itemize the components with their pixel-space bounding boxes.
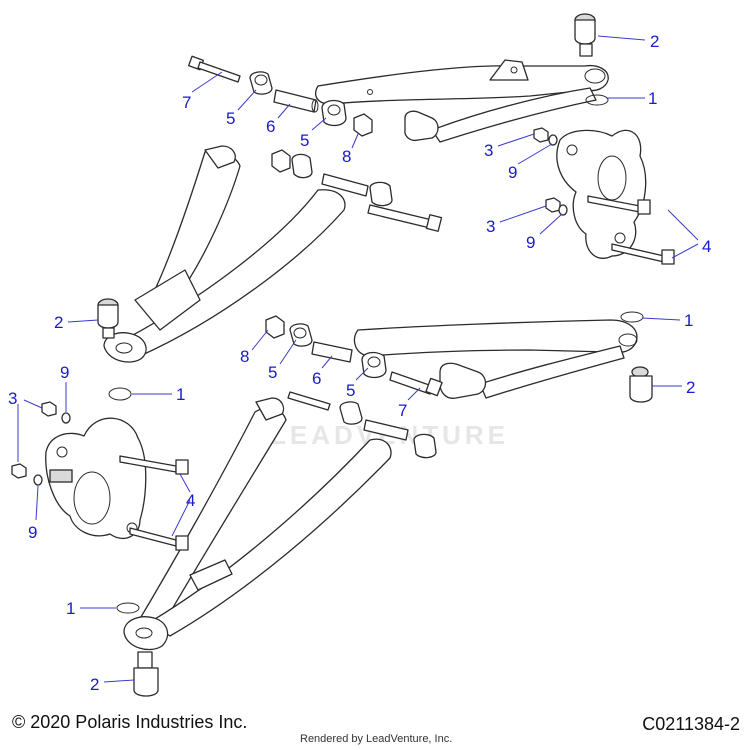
callout-label: 5 bbox=[300, 131, 309, 150]
callout-label: 7 bbox=[182, 93, 191, 112]
washer bbox=[61, 412, 71, 424]
retaining-ring bbox=[108, 387, 132, 401]
bolt bbox=[587, 195, 651, 215]
bushing bbox=[339, 401, 363, 425]
leader-lines bbox=[17, 35, 699, 683]
callout-label: 1 bbox=[66, 599, 75, 618]
washer bbox=[33, 474, 43, 486]
bolt bbox=[367, 204, 443, 232]
nut bbox=[41, 401, 57, 417]
nut bbox=[545, 197, 561, 213]
callout-label: 9 bbox=[60, 363, 69, 382]
callout-label: 4 bbox=[186, 491, 195, 510]
callout-label: 5 bbox=[226, 109, 235, 128]
ball-joint-top-right bbox=[574, 13, 596, 57]
callout-label: 7 bbox=[398, 401, 407, 420]
ball-joint-left bbox=[97, 298, 119, 339]
callout-label: 1 bbox=[176, 385, 185, 404]
callout-label: 3 bbox=[484, 141, 493, 160]
sleeve bbox=[321, 173, 369, 197]
upper-a-arm-left bbox=[103, 145, 346, 363]
bushing bbox=[249, 71, 273, 95]
bushing bbox=[289, 323, 313, 347]
callout-label: 3 bbox=[486, 217, 495, 236]
callout-label: 6 bbox=[312, 369, 321, 388]
copyright-notice: © 2020 Polaris Industries Inc. bbox=[12, 712, 248, 732]
callout-label: 2 bbox=[90, 675, 99, 694]
callout-label: 6 bbox=[266, 117, 275, 136]
nut bbox=[265, 315, 285, 339]
callout-label: 2 bbox=[686, 378, 695, 397]
retaining-ring bbox=[585, 94, 609, 106]
sleeve bbox=[363, 419, 409, 441]
sleeve bbox=[273, 89, 319, 113]
rendered-by-notice: Rendered by LeadVenture, Inc. bbox=[300, 733, 453, 745]
spindle-knuckle-left bbox=[45, 417, 147, 539]
callout-label: 1 bbox=[648, 89, 657, 108]
bushing bbox=[321, 99, 347, 127]
nut bbox=[11, 463, 27, 479]
ball-joint-bottom bbox=[133, 651, 159, 697]
spindle-knuckle-right bbox=[556, 129, 647, 259]
callout-label: 4 bbox=[702, 237, 711, 256]
callout-label: 1 bbox=[684, 311, 693, 330]
bolt bbox=[287, 391, 331, 411]
lower-a-arm-left bbox=[123, 397, 392, 651]
retaining-ring bbox=[116, 602, 140, 614]
callout-label: 5 bbox=[268, 363, 277, 382]
callout-label: 9 bbox=[28, 523, 37, 542]
callout-labels: 2 1 7 5 6 5 8 3 9 3 9 4 2 1 8 5 6 5 7 2 … bbox=[8, 32, 711, 694]
nut bbox=[271, 149, 291, 173]
bolt bbox=[188, 55, 241, 83]
ball-joint-right bbox=[629, 366, 653, 403]
bushing bbox=[369, 181, 393, 207]
bolt bbox=[389, 371, 443, 397]
callout-label: 9 bbox=[526, 233, 535, 252]
washer bbox=[558, 204, 568, 216]
callout-label: 9 bbox=[508, 163, 517, 182]
nut bbox=[533, 127, 549, 143]
bushing bbox=[413, 433, 437, 459]
washer bbox=[548, 134, 558, 146]
bolt bbox=[119, 455, 189, 475]
nut bbox=[353, 113, 373, 137]
callout-label: 8 bbox=[342, 147, 351, 166]
callout-label: 3 bbox=[8, 389, 17, 408]
drawing-number: C0211384-2 bbox=[642, 714, 740, 734]
bolt bbox=[129, 527, 189, 551]
callout-label: 8 bbox=[240, 347, 249, 366]
callout-label: 2 bbox=[650, 32, 659, 51]
retaining-ring bbox=[620, 311, 644, 323]
callout-label: 5 bbox=[346, 381, 355, 400]
sleeve bbox=[311, 341, 353, 363]
lower-a-arm-right bbox=[353, 319, 638, 399]
bushing bbox=[361, 351, 387, 379]
bushing bbox=[291, 153, 313, 179]
callout-label: 2 bbox=[54, 313, 63, 332]
